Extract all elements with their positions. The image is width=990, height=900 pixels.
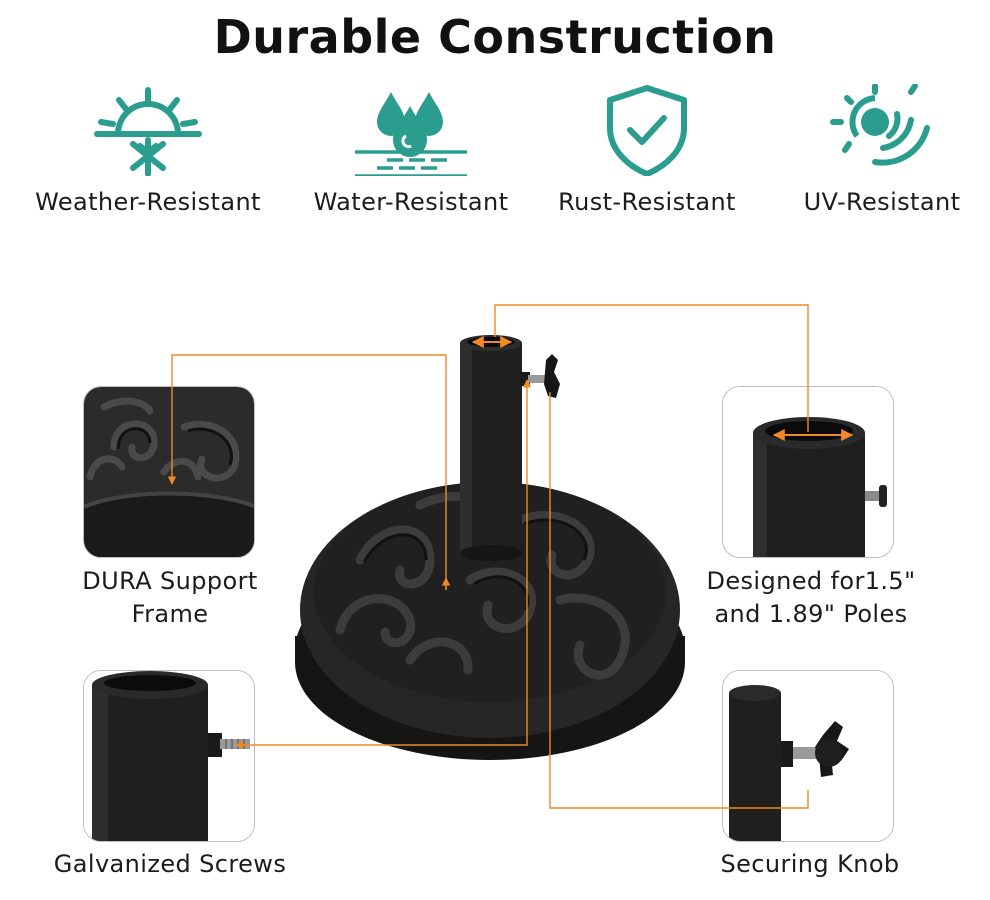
feature-label: Water-Resistant	[313, 188, 509, 216]
feature-weather-resistant: Weather-Resistant	[23, 84, 273, 216]
callout-knob: Securing Knob	[720, 850, 900, 878]
callout-line: Frame	[131, 600, 209, 628]
feature-label: UV-Resistant	[803, 188, 961, 216]
connector-screws	[235, 390, 528, 750]
connector-knob	[549, 392, 809, 809]
width-indicators	[471, 336, 854, 441]
detail-securing-knob	[722, 670, 894, 842]
feature-label: Weather-Resistant	[35, 188, 261, 216]
feature-label: Rust-Resistant	[558, 188, 736, 216]
water-drops-icon	[355, 92, 467, 176]
securing-knob-image	[723, 671, 893, 841]
callout-connectors	[167, 304, 809, 809]
feature-rust-resistant: Rust-Resistant	[522, 84, 772, 216]
connector-poles	[494, 304, 809, 432]
umbrella-base-image	[295, 335, 685, 760]
detail-support-frame	[83, 386, 255, 558]
callout-line: and 1.89" Poles	[714, 600, 908, 628]
feature-uv-resistant: UV-Resistant	[757, 84, 990, 216]
shield-check-icon	[607, 85, 687, 176]
detail-screws	[83, 670, 255, 842]
sun-rays-icon	[830, 84, 930, 166]
callout-poles: Designed for1.5" and 1.89" Poles	[676, 565, 946, 631]
feature-water-resistant: Water-Resistant	[286, 84, 536, 216]
callout-line: Designed for1.5"	[706, 567, 916, 595]
sun-snowflake-icon	[94, 87, 202, 176]
callout-screws: Galvanized Screws	[53, 850, 287, 878]
screws-image	[84, 671, 254, 841]
callout-support-frame: DURA Support Frame	[40, 565, 300, 631]
connector-support-frame	[167, 354, 447, 590]
page-title: Durable Construction	[213, 10, 777, 64]
support-frame-image	[84, 387, 254, 557]
callout-line: DURA Support	[82, 567, 258, 595]
